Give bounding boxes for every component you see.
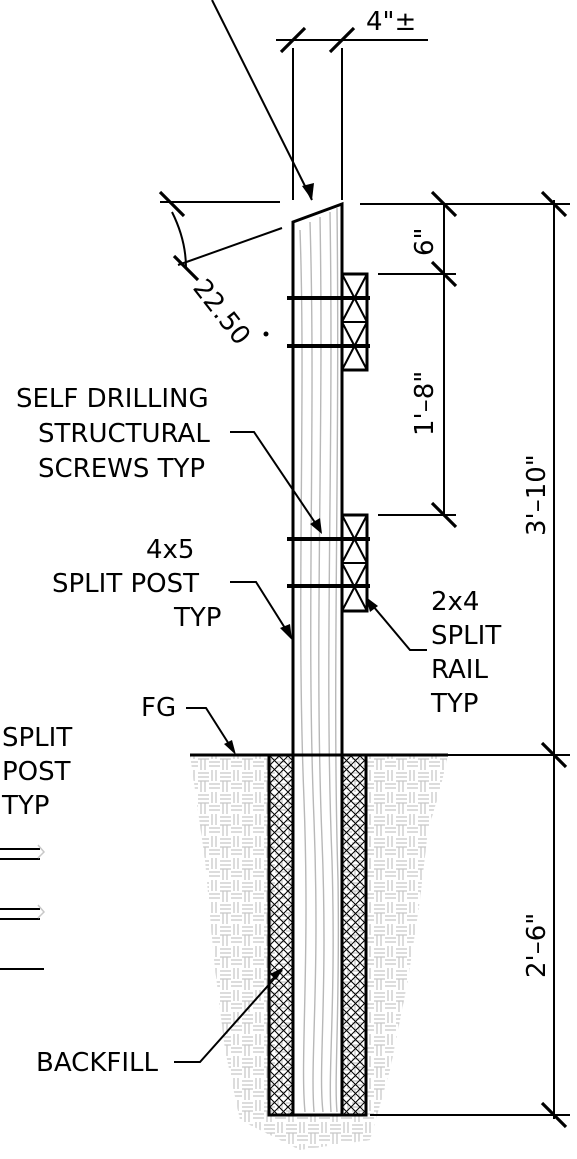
rail-label-line-3: RAIL: [431, 655, 488, 685]
split-post: [291, 201, 344, 1117]
post-width-label: 4"±: [366, 7, 416, 37]
screws-label-line-3: SCREWS TYP: [38, 454, 205, 484]
rail-callout: 2x4 SPLIT RAIL TYP: [366, 587, 501, 719]
degree-symbol: [263, 331, 269, 337]
rail-spacing-label: 1'–8": [410, 371, 440, 436]
backfill-callout: BACKFILL: [36, 967, 284, 1078]
split-post-left-line-2: POST: [2, 757, 71, 787]
rail-spacing-dimension: 6" 1'–8": [360, 190, 458, 529]
angle-label: 22.50: [186, 274, 255, 351]
below-grade-label: 2'–6": [522, 913, 552, 978]
overall-height-dimension: 3'–10" 2'–6": [370, 190, 570, 1129]
rail-label-line-2: SPLIT: [431, 621, 501, 651]
split-post-left-line-3: TYP: [1, 791, 49, 821]
finish-grade-label: FG: [141, 693, 176, 723]
screws-label-line-1: SELF DRILLING: [16, 384, 209, 414]
post-callout: 4x5 SPLIT POST TYP: [52, 535, 292, 640]
screws-label-line-2: STRUCTURAL: [38, 419, 210, 449]
above-grade-label: 3'–10": [522, 454, 552, 536]
finish-grade-callout: FG: [141, 693, 236, 755]
backfill-label: BACKFILL: [36, 1048, 158, 1078]
bevel-leader: [211, 0, 313, 201]
post-label-line-3: TYP: [173, 603, 221, 633]
bevel-leader-arrow: [302, 183, 314, 200]
top-offset-label: 6": [410, 227, 440, 256]
upper-rail: [287, 272, 370, 372]
screws-callout: SELF DRILLING STRUCTURAL SCREWS TYP: [16, 384, 322, 534]
angle-dimension: 22.50: [158, 190, 283, 351]
rail-label-line-4: TYP: [430, 689, 478, 719]
post-width-dimension: 4"±: [276, 7, 428, 200]
post-label-line-1: 4x5: [146, 535, 194, 565]
backfill-hatch: [269, 755, 366, 1115]
split-post-left-line-1: SPLIT: [2, 723, 72, 753]
split-post-left-callout: SPLIT POST TYP: [1, 723, 72, 821]
post-label-line-2: SPLIT POST: [52, 569, 199, 599]
lower-rail: [287, 513, 370, 613]
rail-label-line-1: 2x4: [431, 587, 479, 617]
adjacent-rails: [0, 844, 46, 970]
